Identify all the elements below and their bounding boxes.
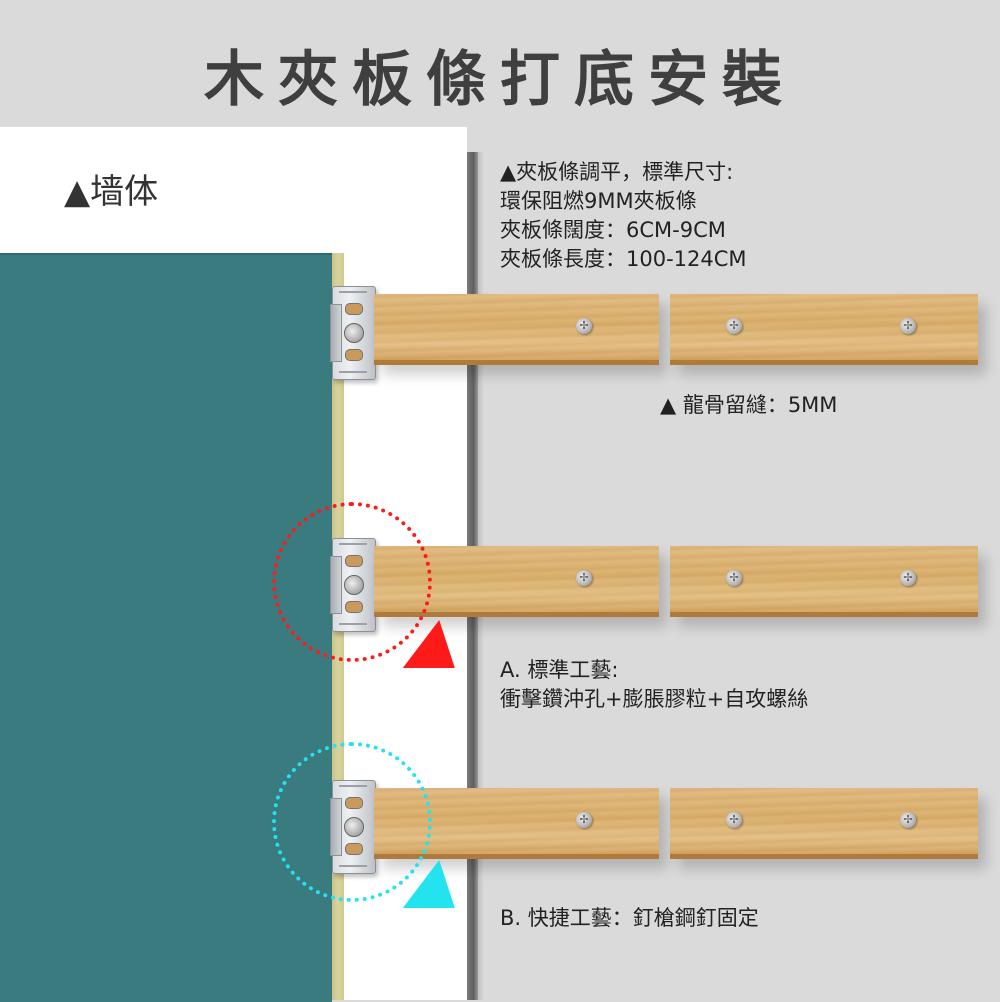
gap-note: ▲ 龍骨留縫：5MM [660,393,838,417]
spec-line: 夾板條闊度：6CM-9CM [500,218,726,242]
method-a-title: A. 標準工藝: [500,658,619,682]
screw-icon: ✢ [900,812,916,828]
spec-line: 環保阻燃9MM夾板條 [500,189,697,213]
spec-text: ▲夾板條調平，標準尺寸: 環保阻燃9MM夾板條 夾板條闊度：6CM-9CM 夾板… [500,158,747,274]
strip-row-2: ✢ ✢ ✢ [0,536,1000,636]
page-title: 木夾板條打底安裝 [204,45,796,115]
screw-icon: ✢ [900,570,916,586]
screw-icon: ✢ [576,570,592,586]
wood-strip: ✢ ✢ [670,294,978,365]
wood-strip: ✢ ✢ [670,546,978,617]
highlight-circle-standard [272,502,432,662]
wall-label: ▲墙体 [64,172,159,212]
wood-strip: ✢ [374,294,659,365]
screw-icon: ✢ [726,812,742,828]
screw-icon: ✢ [726,570,742,586]
strip-row-3: ✢ ✢ ✢ [0,778,1000,878]
spec-line: ▲夾板條調平，標準尺寸: [500,160,734,184]
spec-line: 夾板條長度：100-124CM [500,247,747,271]
screw-icon: ✢ [576,318,592,334]
method-a-text: A. 標準工藝: 衝擊鑽沖孔+膨脹膠粒+自攻螺絲 [500,656,808,714]
wall [0,253,332,1002]
bracket-screw-icon [344,323,364,343]
highlight-circle-quick [272,742,432,902]
screw-icon: ✢ [576,812,592,828]
wood-strip: ✢ ✢ [670,788,978,859]
method-a-detail: 衝擊鑽沖孔+膨脹膠粒+自攻螺絲 [500,687,809,711]
method-b-text: B. 快捷工藝：釘槍鋼釘固定 [500,906,759,930]
screw-icon: ✢ [726,318,742,334]
screw-icon: ✢ [900,318,916,334]
strip-row-1: ✢ ✢ ✢ [0,284,1000,384]
